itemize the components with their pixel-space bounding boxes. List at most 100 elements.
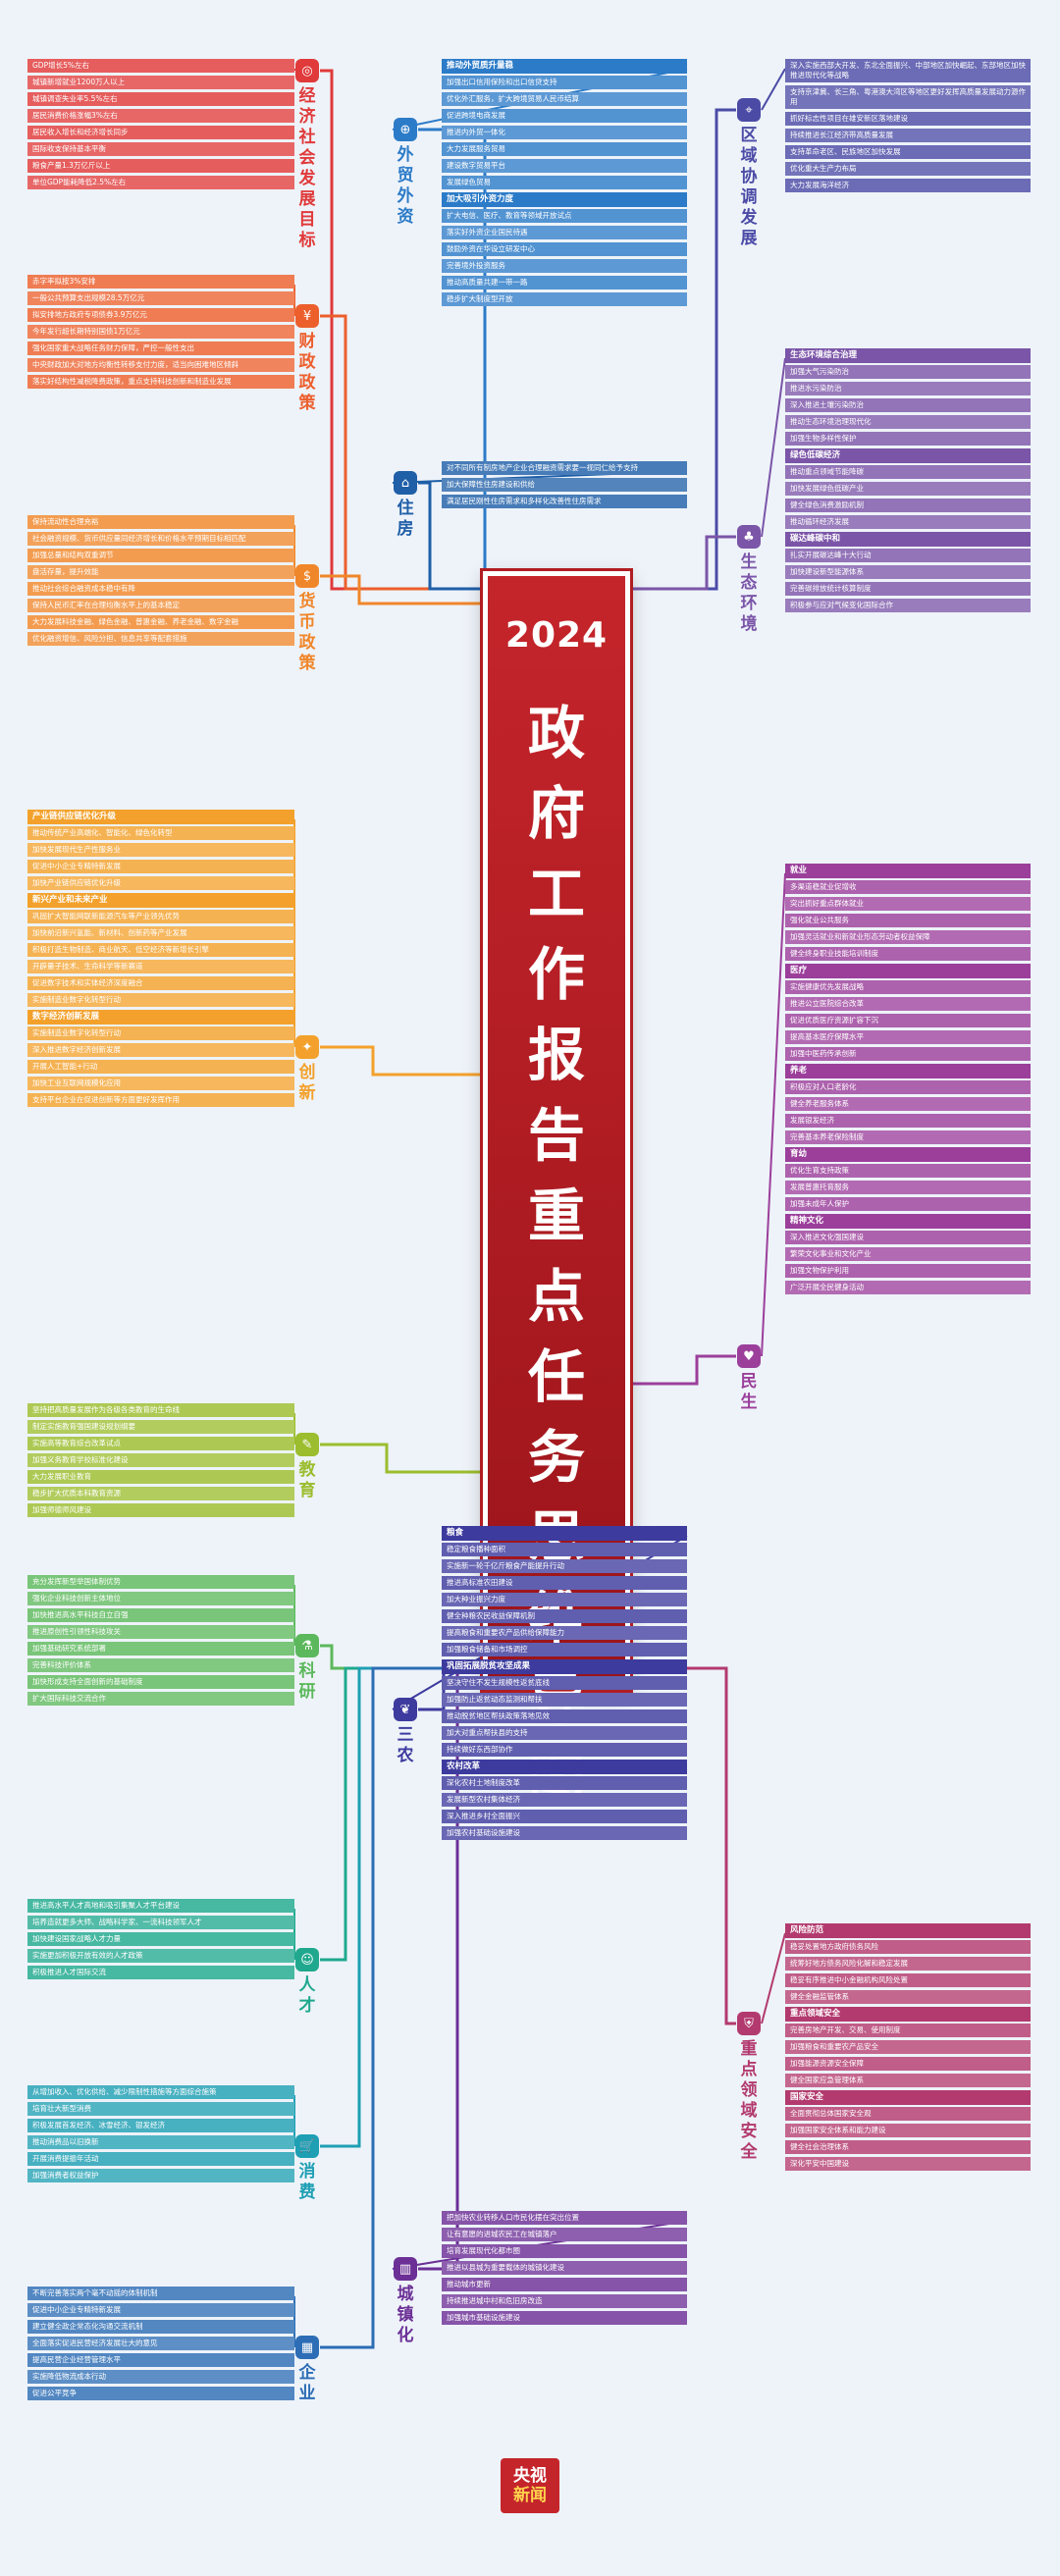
logo-line-1: 央视	[513, 2466, 547, 2486]
task-item: 加强义务教育学校标准化建设	[27, 1453, 294, 1467]
section-heading: 绿色低碳经济	[785, 448, 1031, 463]
task-item: 深入推进文化强国建设	[785, 1231, 1031, 1244]
branch-label: 城镇化	[397, 2285, 414, 2345]
branch-biz: ▦企业	[294, 2336, 320, 2404]
branch-label: 企业	[298, 2363, 316, 2403]
branch-money: $货币政策	[294, 564, 320, 674]
title-year: 2024	[504, 615, 609, 656]
task-item: 深入推进土壤污染防治	[785, 398, 1031, 412]
task-item: 持续推进城中村和危旧房改造	[442, 2294, 687, 2308]
task-item: 推进公立医院综合改革	[785, 997, 1031, 1011]
topic-box-safety: 风险防范稳妥处置地方政府债务风险统筹好地方债务风险化解和稳定发展稳妥有序推进中小…	[785, 1923, 1031, 2174]
topic-box-eco: 生态环境综合治理加强大气污染防治推进水污染防治深入推进土壤污染防治推动生态环境治…	[785, 348, 1031, 615]
topic-box-rural: 粮食稳定粮食播种面积实施新一轮千亿斤粮食产能提升行动推进高标准农田建设加大种业振…	[442, 1526, 687, 1843]
task-item: 让有意愿的进城农民工在城镇落户	[442, 2228, 687, 2241]
leaf-icon: ♣	[737, 525, 761, 549]
section-heading: 数字经济创新发展	[27, 1010, 294, 1025]
flask-icon: ⚗	[295, 1634, 319, 1657]
task-item: 积极推进人才国际交流	[27, 1966, 294, 1979]
branch-label: 人才	[298, 1975, 316, 2016]
section-heading: 医疗	[785, 964, 1031, 978]
task-item: 全面落实促进民营经济发展壮大的意见	[27, 2337, 294, 2350]
task-item: 强化国家重大战略任务财力保障，严控一般性支出	[27, 342, 294, 355]
task-item: 积极发展首发经济、冰雪经济、银发经济	[27, 2119, 294, 2132]
task-item: 强化企业科技创新主体地位	[27, 1592, 294, 1605]
task-item: 加大对重点帮扶县的支持	[442, 1726, 687, 1740]
task-item: 粮食产量1.3万亿斤以上	[27, 159, 294, 173]
connector-box-region	[761, 68, 786, 111]
task-item: 强化就业公共服务	[785, 914, 1031, 927]
task-item: 支持京津冀、长三角、粤港澳大湾区等地区更好发挥高质量发展动力源作用	[785, 85, 1031, 109]
task-item: 优化重大生产力布局	[785, 162, 1031, 176]
task-item: 加强城市基础设施建设	[442, 2311, 687, 2325]
task-item: 国际收支保持基本平衡	[27, 142, 294, 156]
task-item: 大力发展科技金融、绿色金融、普惠金融、养老金融、数字金融	[27, 615, 294, 629]
connector-people	[630, 1354, 736, 1386]
cart-icon: 🛒	[295, 2134, 319, 2158]
task-item: 健全终身职业技能培训制度	[785, 947, 1031, 961]
task-item: 巩固扩大智能网联新能源汽车等产业领先优势	[27, 910, 294, 923]
task-item: 促进数字技术和实体经济深度融合	[27, 976, 294, 990]
section-heading: 碳达峰碳中和	[785, 532, 1031, 547]
section-heading: 生态环境综合治理	[785, 348, 1031, 363]
topic-box-edu: 坚持把高质量发展作为各级各类教育的生命线制定实施教育强国建设规划纲要实施高等教育…	[27, 1403, 294, 1520]
section-heading: 精神文化	[785, 1214, 1031, 1229]
topic-box-fiscal: 赤字率拟按3%安排一般公共预算支出规模28.5万亿元拟安排地方政府专项债券3.9…	[27, 275, 294, 392]
branch-label: 外贸外资	[397, 145, 414, 227]
branch-label: 生态环境	[740, 552, 758, 634]
branch-consume: 🛒 消费	[294, 2134, 320, 2203]
task-item: 抓好标志性项目在雄安新区落地建设	[785, 112, 1031, 126]
task-item: 促进中小企业专精特新发展	[27, 860, 294, 873]
money-icon: $	[295, 564, 319, 588]
topic-box-consume: 从增加收入、优化供给、减少限制性措施等方面综合施策培育壮大新型消费积极发展首发经…	[27, 2085, 294, 2185]
task-item: 积极打造生物制造、商业航天、低空经济等新增长引擎	[27, 943, 294, 957]
section-heading: 养老	[785, 1064, 1031, 1078]
task-item: 发展绿色贸易	[442, 176, 687, 189]
section-heading: 就业	[785, 864, 1031, 878]
task-item: 大力发展职业教育	[27, 1470, 294, 1484]
task-item: 完善房地产开发、交易、使用制度	[785, 2024, 1031, 2037]
task-item: 积极应对人口老龄化	[785, 1080, 1031, 1094]
task-item: 扎实开展碳达峰十大行动	[785, 549, 1031, 562]
task-item: 加强消费者权益保护	[27, 2169, 294, 2182]
task-item: 盘活存量，提升效能	[27, 565, 294, 579]
branch-label: 科研	[298, 1661, 316, 1702]
heart-icon: ♥	[737, 1344, 761, 1368]
task-item: 优化外汇服务，扩大跨境贸易人民币结算	[442, 92, 687, 106]
task-item: 加快发展现代生产性服务业	[27, 843, 294, 857]
task-item: 完善境外投资服务	[442, 259, 687, 273]
branch-innov: ✦创新	[294, 1035, 320, 1104]
branch-label: 消费	[298, 2162, 316, 2202]
task-item: 稳定粮食播种面积	[442, 1543, 687, 1556]
task-item: 推动循环经济发展	[785, 515, 1031, 529]
task-item: 实施降低物流成本行动	[27, 2370, 294, 2384]
task-item: 发展新型农村集体经济	[442, 1793, 687, 1807]
branch-urban: ▥城镇化	[393, 2257, 418, 2346]
task-item: 推动生态环境治理现代化	[785, 415, 1031, 429]
task-item: 加快发展绿色低碳产业	[785, 482, 1031, 496]
task-item: 建立健全政企常态化沟通交流机制	[27, 2320, 294, 2334]
task-item: 突出抓好重点群体就业	[785, 897, 1031, 911]
branch-label: 教育	[298, 1460, 316, 1500]
task-item: 加强粮食和重要农产品安全	[785, 2040, 1031, 2054]
task-item: 完善碳排放统计核算制度	[785, 582, 1031, 596]
task-item: 健全种粮农民收益保障机制	[442, 1609, 687, 1623]
task-item: 加强未成年人保护	[785, 1197, 1031, 1211]
task-item: 扩大国际科技交流合作	[27, 1692, 294, 1706]
task-item: 推动消费品以旧换新	[27, 2135, 294, 2149]
task-item: 城镇新增就业1200万人以上	[27, 76, 294, 89]
task-item: 加快建设新型能源体系	[785, 565, 1031, 579]
task-item: 对不同所有制房地产企业合理融资需求要一视同仁给予支持	[442, 461, 687, 475]
task-item: 开展消费提振年活动	[27, 2152, 294, 2166]
topic-box-talent: 推进高水平人才高地和吸引集聚人才平台建设培养造就更多大师、战略科学家、一流科技领…	[27, 1899, 294, 1982]
branch-label: 经济社会发展目标	[298, 86, 316, 250]
task-item: 深化平安中国建设	[785, 2157, 1031, 2171]
branch-label: 民生	[740, 1372, 758, 1412]
connector-box-safety	[761, 1932, 786, 2024]
task-item: 加快工业互联网规模化应用	[27, 1077, 294, 1090]
task-item: 推动重点领域节能降碳	[785, 465, 1031, 479]
task-item: 开展人工智能+行动	[27, 1060, 294, 1074]
task-item: 促进中小企业专精特新发展	[27, 2303, 294, 2317]
branch-eco: ♣ 生态环境	[736, 525, 762, 635]
task-item: 加强师德师风建设	[27, 1503, 294, 1517]
